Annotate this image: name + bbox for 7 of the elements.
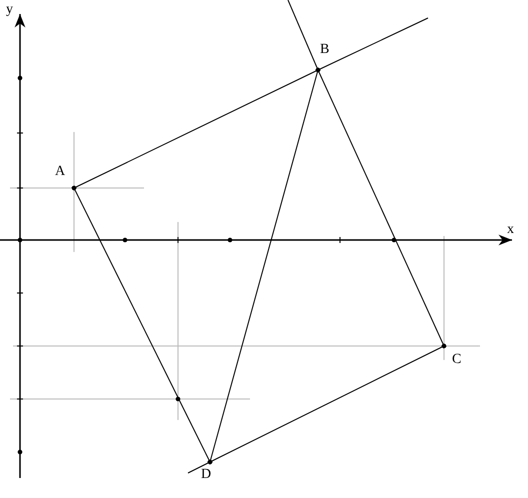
point-label: A xyxy=(55,164,66,180)
axis-label: y xyxy=(6,2,13,18)
point-label: C xyxy=(452,352,462,368)
point-label: B xyxy=(320,42,330,58)
axis-label: x xyxy=(507,222,514,238)
line-segment xyxy=(208,68,320,464)
point-label: D xyxy=(201,467,212,483)
